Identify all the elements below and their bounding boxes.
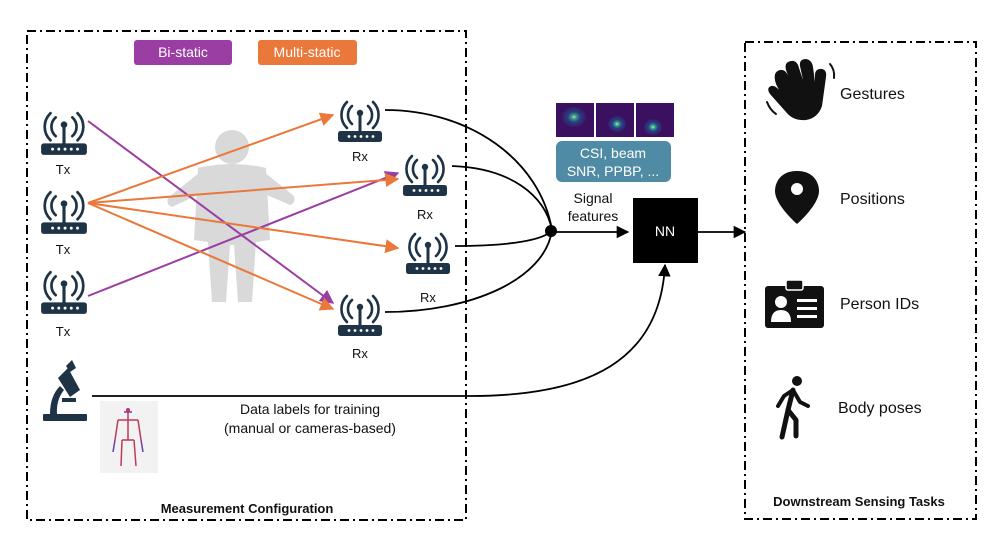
rx-router-1: Rx	[336, 100, 384, 164]
task-body-poses: Body poses	[776, 376, 922, 440]
location-pin-icon	[775, 171, 819, 224]
task-label-person-ids: Person IDs	[840, 296, 919, 313]
downstream-tasks-title: Downstream Sensing Tasks	[773, 494, 945, 509]
data-labels-arrow	[92, 263, 671, 397]
signal-aggregation-curves	[384, 109, 630, 313]
bistatic-links	[87, 120, 400, 304]
nn-label: NN	[655, 223, 675, 239]
data-labels-line-2: (manual or cameras-based)	[224, 420, 396, 436]
walking-person-icon	[776, 376, 810, 440]
id-card-icon	[765, 279, 824, 328]
rx-label-4: Rx	[352, 346, 368, 361]
tx-router-2: Tx	[39, 190, 89, 257]
multistatic-links	[87, 112, 400, 311]
legend-multistatic: Multi-static	[258, 40, 357, 65]
rx-router-3: Rx	[404, 232, 452, 305]
tx-label-2: Tx	[56, 242, 71, 257]
task-gestures: Gestures	[766, 59, 905, 121]
data-labels-line-1: Data labels for training	[240, 401, 380, 417]
tx-label-1: Tx	[56, 162, 71, 177]
signal-feature-heatmaps	[556, 103, 674, 137]
skeleton-pose-image	[100, 401, 158, 473]
rx-label-2: Rx	[417, 207, 433, 222]
downstream-tasks-box	[744, 41, 977, 520]
nn-box: NN	[633, 198, 698, 263]
features-box: CSI, beam SNR, PPBP, ...	[556, 141, 671, 182]
rx-label-3: Rx	[420, 290, 436, 305]
legend-bistatic-label: Bi-static	[158, 44, 208, 60]
rx-label-1: Rx	[352, 149, 368, 164]
task-positions: Positions	[775, 171, 905, 224]
features-line-1: CSI, beam	[580, 145, 646, 161]
measurement-configuration-title: Measurement Configuration	[161, 501, 334, 516]
waving-hand-icon	[766, 59, 836, 121]
tx-label-3: Tx	[56, 324, 71, 339]
task-label-gestures: Gestures	[840, 86, 905, 103]
merge-point	[545, 225, 557, 237]
tx-router-1: Tx	[39, 111, 89, 177]
rx-router-2: Rx	[401, 154, 449, 222]
measurement-configuration-box	[26, 30, 467, 521]
signal-features-line-2: features	[568, 208, 619, 224]
legend-bistatic: Bi-static	[134, 40, 232, 65]
microscope-icon	[43, 360, 87, 421]
task-person-ids: Person IDs	[765, 279, 919, 328]
task-label-positions: Positions	[840, 191, 905, 208]
signal-features-line-1: Signal	[574, 190, 613, 206]
rx-router-4: Rx	[336, 294, 384, 361]
task-label-body-poses: Body poses	[838, 400, 922, 417]
tx-router-3: Tx	[39, 270, 89, 339]
legend-multistatic-label: Multi-static	[274, 44, 341, 60]
person-silhouette-icon	[167, 130, 295, 302]
features-line-2: SNR, PPBP, ...	[567, 163, 659, 179]
